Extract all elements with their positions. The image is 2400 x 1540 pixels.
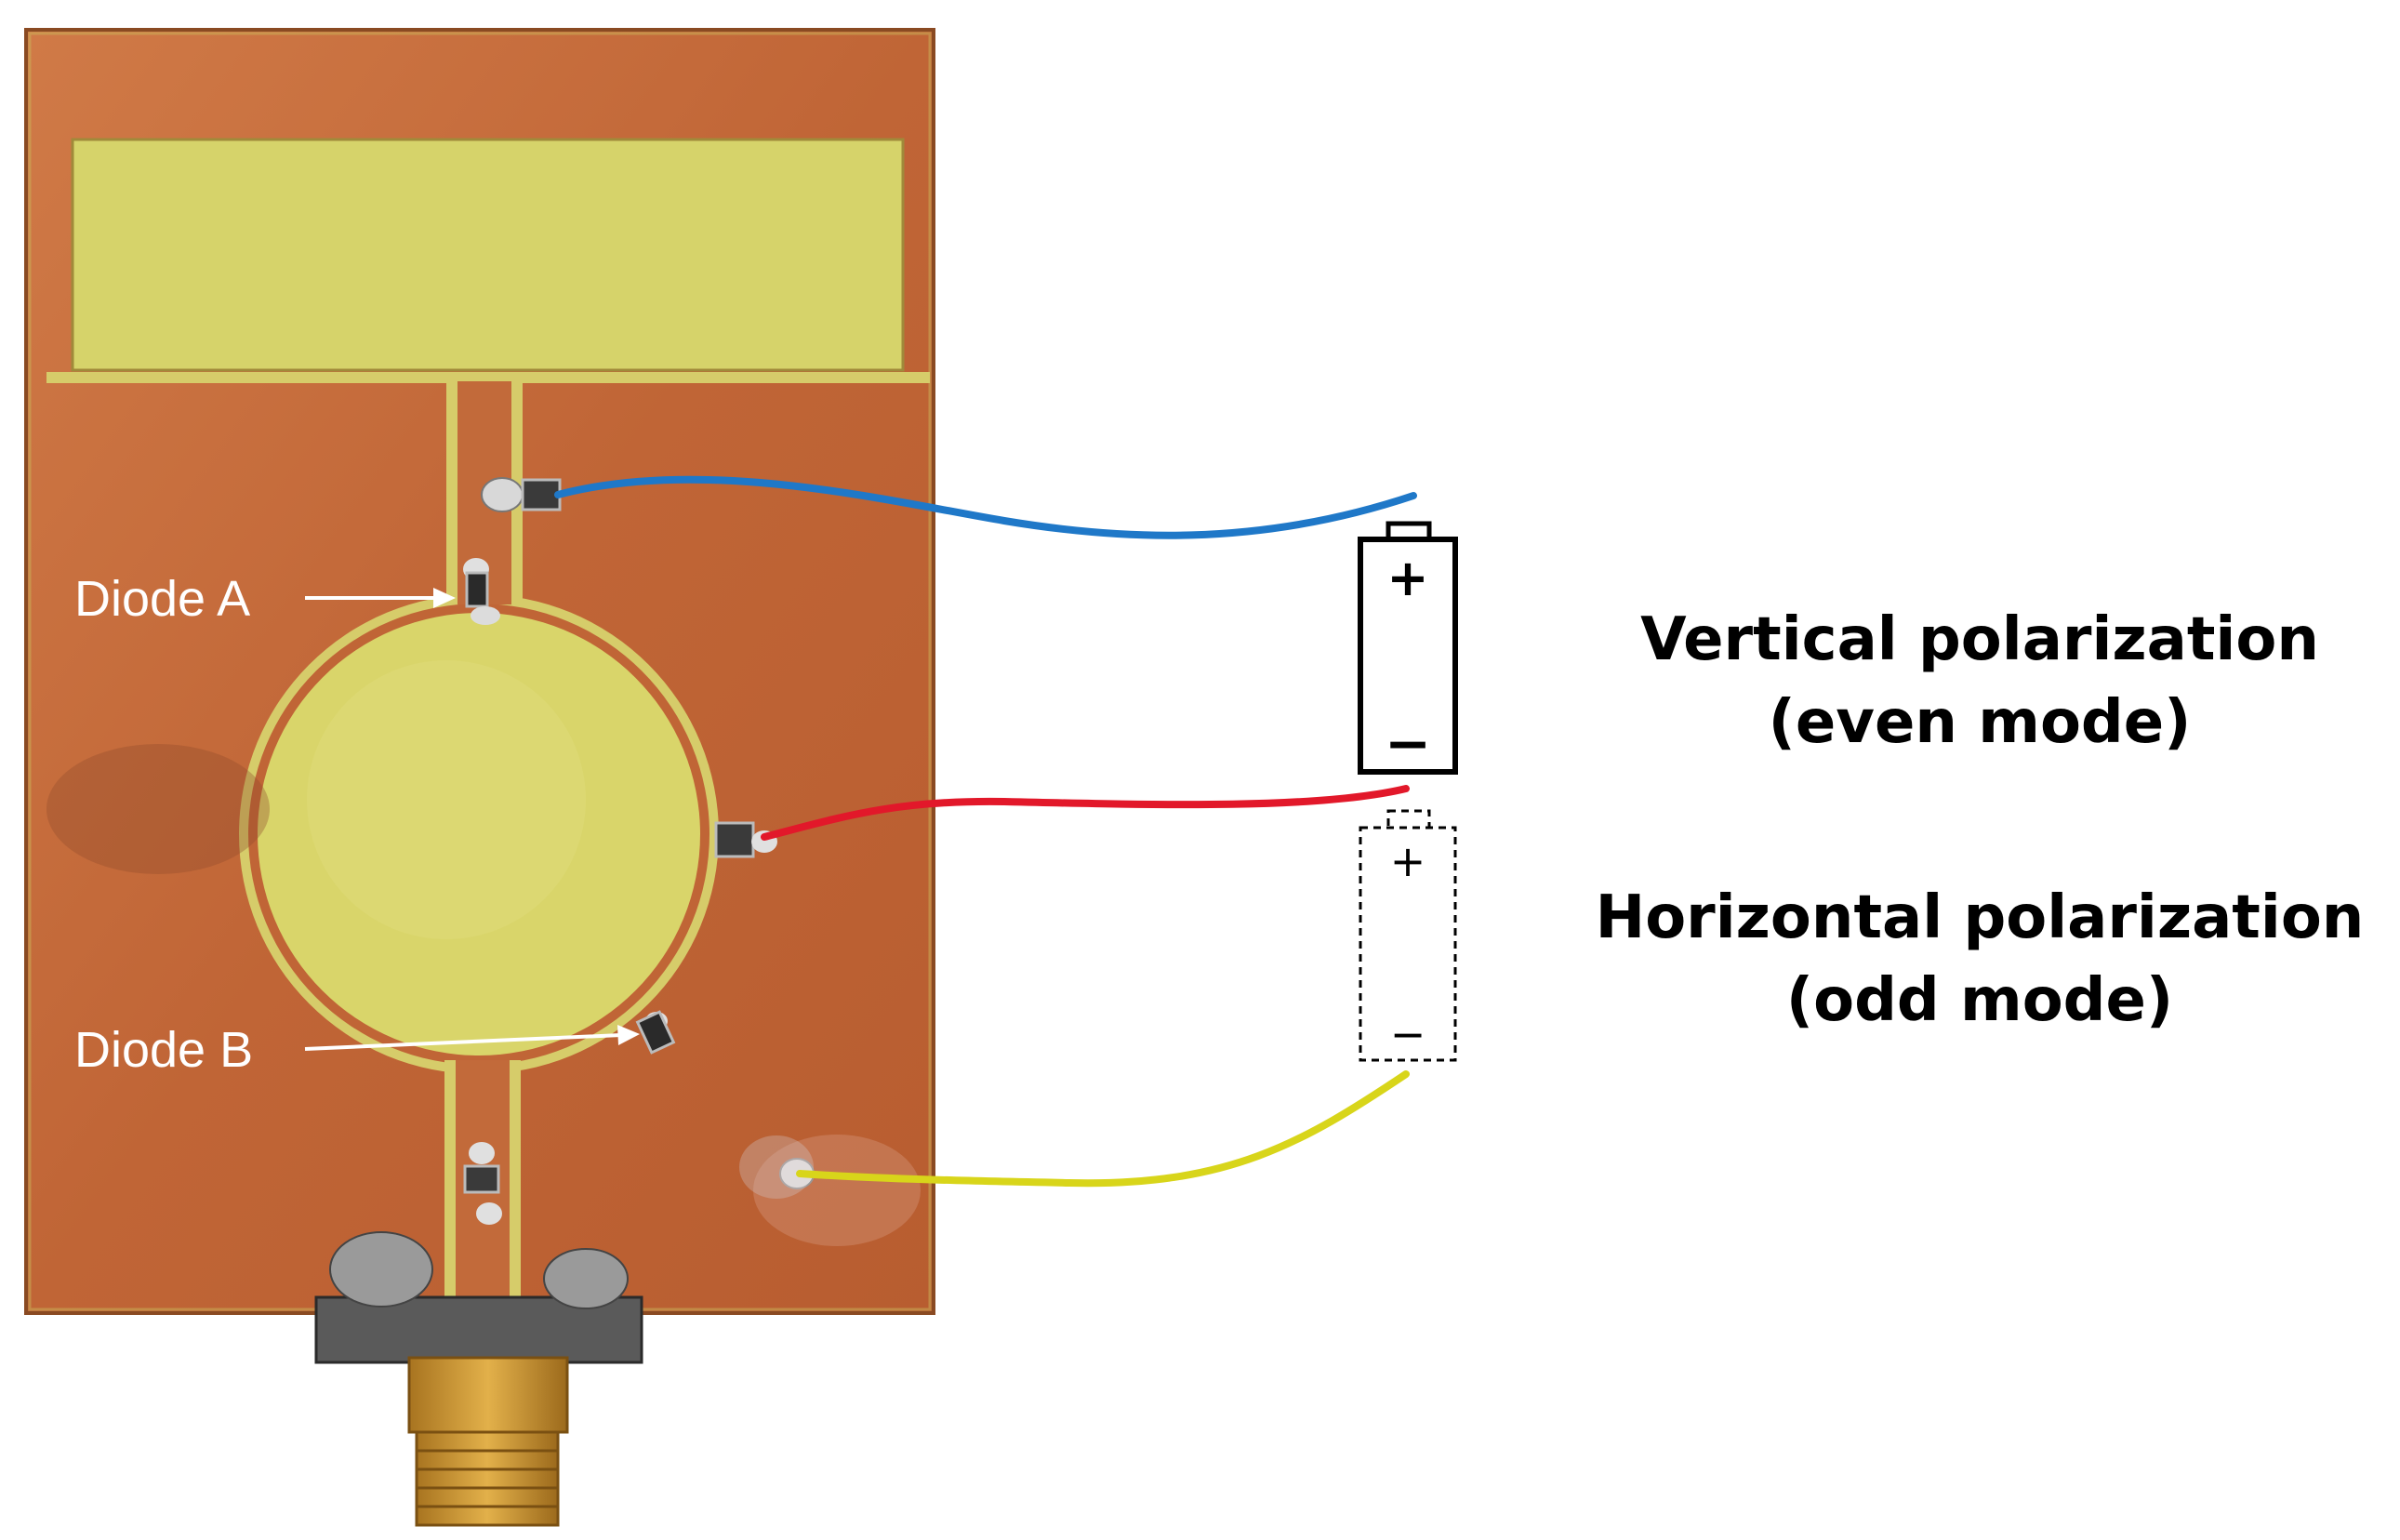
diode-b-arrow: [304, 1025, 640, 1051]
battery-dashed-body: [1359, 826, 1457, 1062]
lower-component: [463, 1142, 502, 1225]
red-wire: [761, 785, 1410, 841]
lower-feed-slot-left: [444, 1060, 456, 1311]
battery-dashed-minus-sign: −: [1390, 1009, 1426, 1059]
yellow-wire: [796, 1070, 1410, 1188]
diode-a-arrow: [305, 588, 456, 608]
horizontal-polarization-title: Horizontal polarization: [1595, 883, 2365, 952]
blue-wire: [554, 475, 1417, 539]
vertical-polarization-mode: (even mode): [1768, 688, 2192, 757]
diode-b-component: [635, 1010, 676, 1055]
diode-a-label: Diode A: [74, 571, 251, 627]
circular-substrate-patch: [258, 613, 700, 1055]
diode-b-label: Diode B: [74, 1022, 254, 1078]
ground-pad: [739, 1135, 815, 1199]
upper-feed-slot-left: [446, 381, 457, 604]
top-substrate-slot: [71, 138, 905, 372]
top-component: [481, 477, 562, 512]
copper-stain: [46, 744, 270, 874]
connector-threads: [417, 1449, 558, 1508]
battery-dashed-terminal: [1386, 809, 1431, 831]
pcb-board: [24, 28, 935, 1315]
battery-body: [1358, 537, 1458, 775]
solder-right: [543, 1248, 629, 1309]
battery-plus-sign: +: [1386, 549, 1428, 607]
horizontal-polarization-mode: (odd mode): [1785, 966, 2174, 1035]
vertical-polarization-title: Vertical polarization: [1640, 605, 2319, 674]
diode-a-component: [463, 558, 500, 625]
sma-connector: [314, 1231, 643, 1527]
right-component: [714, 821, 777, 858]
battery-dashed-plus-sign: +: [1390, 836, 1426, 886]
horizontal-slot-line: [46, 372, 930, 383]
battery-minus-sign: −: [1385, 711, 1431, 777]
battery-icon-solid: + −: [1358, 521, 1458, 777]
patch-highlight: [307, 660, 586, 939]
connector-barrel: [415, 1430, 560, 1527]
battery-icon-dashed: + −: [1359, 809, 1457, 1062]
connector-hex: [407, 1356, 569, 1434]
solder-left: [329, 1231, 433, 1308]
lower-feed-slot-right: [510, 1060, 521, 1311]
